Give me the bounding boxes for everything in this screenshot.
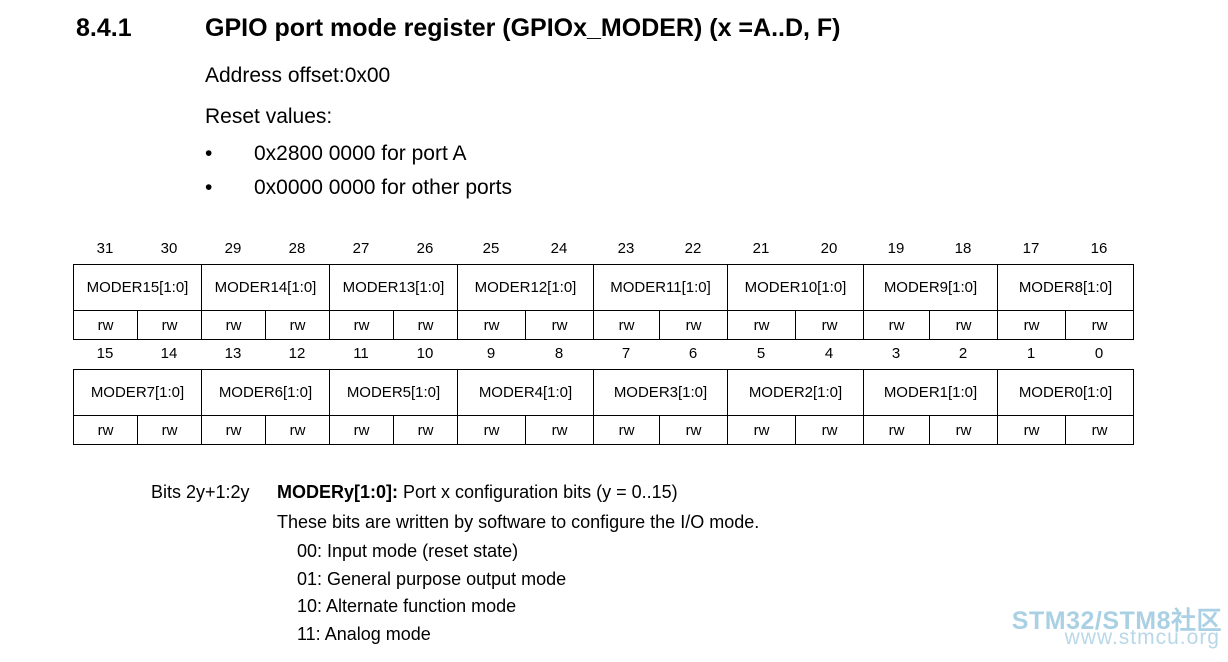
bit-number: 4 [824, 345, 834, 362]
access-type: rw [1065, 415, 1134, 445]
register-field: MODER3[1:0] [593, 369, 728, 416]
bit-number: 27 [352, 240, 370, 257]
bit-number: 28 [288, 240, 306, 257]
register-field: MODER13[1:0] [329, 264, 458, 311]
register-field: MODER0[1:0] [997, 369, 1134, 416]
bit-number: 29 [224, 240, 242, 257]
access-type: rw [137, 415, 202, 445]
access-type: rw [457, 415, 526, 445]
access-type: rw [201, 415, 266, 445]
watermark-title: STM32/STM8社区 [1011, 607, 1222, 635]
access-type: rw [1065, 310, 1134, 340]
access-type: rw [795, 310, 864, 340]
access-type: rw [863, 310, 930, 340]
access-type: rw [525, 310, 594, 340]
access-type: rw [525, 415, 594, 445]
register-field: MODER1[1:0] [863, 369, 998, 416]
access-type: rw [593, 310, 660, 340]
register-field: MODER8[1:0] [997, 264, 1134, 311]
bit-number: 13 [224, 345, 242, 362]
reset-values-heading: Reset values: [205, 105, 333, 128]
bit-number: 14 [160, 345, 178, 362]
bit-number: 20 [820, 240, 838, 257]
bit-number: 30 [160, 240, 178, 257]
bit-number: 17 [1022, 240, 1040, 257]
access-type: rw [727, 310, 796, 340]
access-type: rw [929, 415, 998, 445]
bit-number: 5 [756, 345, 766, 362]
bit-number: 12 [288, 345, 306, 362]
bit-number: 11 [353, 345, 369, 362]
bit-number: 15 [96, 345, 114, 362]
bit-number: 7 [621, 345, 631, 362]
access-type: rw [329, 415, 394, 445]
bit-number: 19 [887, 240, 905, 257]
register-field: MODER11[1:0] [593, 264, 728, 311]
register-field: MODER5[1:0] [329, 369, 458, 416]
access-type: rw [593, 415, 660, 445]
bit-number: 23 [617, 240, 635, 257]
bit-number: 16 [1090, 240, 1108, 257]
access-type: rw [73, 310, 138, 340]
register-field: MODER7[1:0] [73, 369, 202, 416]
watermark-url: www.stmcu.org [1064, 626, 1220, 649]
section-number: 8.4.1 [76, 14, 132, 42]
access-type: rw [329, 310, 394, 340]
bit-number: 0 [1094, 345, 1104, 362]
access-type: rw [393, 310, 458, 340]
register-field: MODER15[1:0] [73, 264, 202, 311]
access-type: rw [863, 415, 930, 445]
bit-number: 21 [752, 240, 770, 257]
field-name: MODERy[1:0]: [277, 482, 399, 502]
bit-number: 26 [416, 240, 434, 257]
bit-number: 10 [416, 345, 434, 362]
access-type: rw [929, 310, 998, 340]
bullet-icon: • [205, 142, 213, 165]
bit-number: 25 [482, 240, 500, 257]
register-field: MODER12[1:0] [457, 264, 594, 311]
access-type: rw [457, 310, 526, 340]
mode-00: 00: Input mode (reset state) [297, 541, 519, 561]
field-definition: MODERy[1:0]: Port x configuration bits (… [277, 482, 678, 503]
bit-number: 1 [1026, 345, 1036, 362]
access-type: rw [137, 310, 202, 340]
field-intro: These bits are written by software to co… [277, 512, 760, 532]
bits-range: Bits 2y+1:2y [151, 482, 250, 502]
bit-number: 6 [688, 345, 698, 362]
mode-01: 01: General purpose output mode [297, 569, 567, 589]
access-type: rw [997, 310, 1066, 340]
access-type: rw [727, 415, 796, 445]
bit-number: 31 [96, 240, 114, 257]
register-field: MODER2[1:0] [727, 369, 864, 416]
mode-10: 10: Alternate function mode [297, 596, 517, 616]
register-field: MODER4[1:0] [457, 369, 594, 416]
register-field: MODER9[1:0] [863, 264, 998, 311]
access-type: rw [659, 310, 728, 340]
register-field: MODER6[1:0] [201, 369, 330, 416]
section-title: GPIO port mode register (GPIOx_MODER) (x… [205, 14, 841, 42]
bit-number: 18 [954, 240, 972, 257]
access-type: rw [73, 415, 138, 445]
bit-number: 24 [550, 240, 568, 257]
access-type: rw [659, 415, 728, 445]
access-type: rw [393, 415, 458, 445]
access-type: rw [795, 415, 864, 445]
field-summary: Port x configuration bits (y = 0..15) [398, 482, 678, 502]
access-type: rw [997, 415, 1066, 445]
register-field: MODER10[1:0] [727, 264, 864, 311]
address-offset: Address offset:0x00 [205, 64, 391, 87]
bit-number: 8 [554, 345, 564, 362]
reset-value-other-ports: 0x0000 0000 for other ports [254, 176, 513, 199]
bullet-icon: • [205, 176, 213, 199]
register-field: MODER14[1:0] [201, 264, 330, 311]
bit-number: 22 [684, 240, 702, 257]
bit-number: 2 [958, 345, 968, 362]
reset-value-port-a: 0x2800 0000 for port A [254, 142, 467, 165]
access-type: rw [265, 415, 330, 445]
access-type: rw [265, 310, 330, 340]
bit-number: 9 [486, 345, 496, 362]
access-type: rw [201, 310, 266, 340]
mode-11: 11: Analog mode [297, 624, 431, 644]
bit-number: 3 [891, 345, 901, 362]
